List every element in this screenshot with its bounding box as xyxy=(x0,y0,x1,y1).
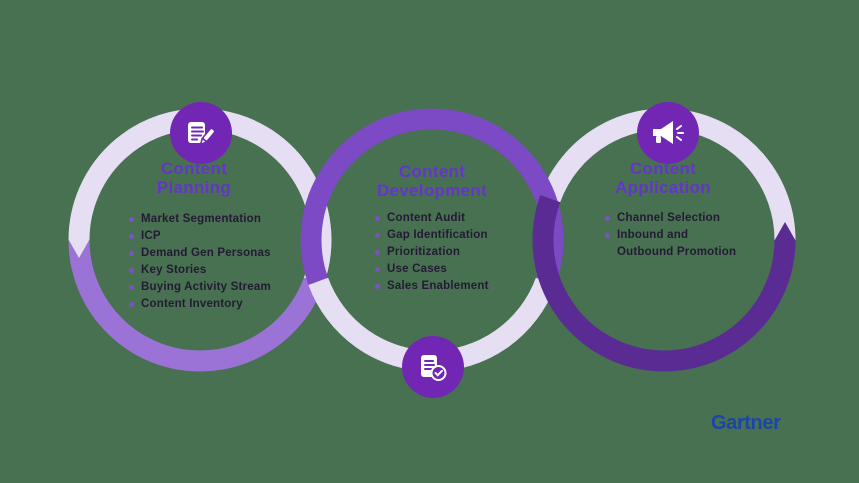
list-item: Buying Activity Stream xyxy=(128,279,271,296)
list-item-label: Prioritization xyxy=(387,246,461,258)
list-item: Demand Gen Personas xyxy=(128,245,271,262)
list-content-planning: Market Segmentation ICP Demand Gen Perso… xyxy=(128,211,271,313)
list-item-label: Buying Activity Stream xyxy=(141,281,271,293)
list-item-label: Market Segmentation xyxy=(141,213,262,225)
bullet-dot-icon xyxy=(605,216,610,221)
list-item-label: Channel Selection xyxy=(617,212,721,224)
list-item-label: Gap Identification xyxy=(387,229,488,241)
bullet-dot-icon xyxy=(129,217,134,222)
list-item: Gap Identification xyxy=(374,227,489,244)
bullet-dot-icon xyxy=(375,233,380,238)
list-item-label: Demand Gen Personas xyxy=(141,247,271,259)
list-item: Key Stories xyxy=(128,262,271,279)
list-item-label: Inbound and Outbound Promotion xyxy=(617,229,737,258)
ring1-flow-arrow-icon xyxy=(68,239,90,258)
notes-pencil-icon xyxy=(170,102,232,164)
list-item: ICP xyxy=(128,228,271,245)
bullet-dot-icon xyxy=(375,284,380,289)
list-item-label: Content Inventory xyxy=(141,298,243,310)
title-content-application: Content Application xyxy=(615,159,711,197)
list-item: Use Cases xyxy=(374,261,489,278)
ring-content-application xyxy=(532,195,796,372)
title-content-development: Content Development xyxy=(376,162,488,200)
document-check-icon xyxy=(402,336,464,398)
megaphone-icon xyxy=(637,102,699,164)
list-item-label: Use Cases xyxy=(387,263,447,275)
list-item: Inbound and Outbound Promotion xyxy=(604,227,739,261)
list-item: Content Inventory xyxy=(128,296,271,313)
bullet-dot-icon xyxy=(129,234,134,239)
list-item: Sales Enablement xyxy=(374,278,489,295)
bullet-dot-icon xyxy=(375,250,380,255)
bullet-dot-icon xyxy=(129,302,134,307)
list-item: Prioritization xyxy=(374,244,489,261)
list-item-label: Key Stories xyxy=(141,264,207,276)
list-item: Market Segmentation xyxy=(128,211,271,228)
bullet-dot-icon xyxy=(129,251,134,256)
bullet-dot-icon xyxy=(375,216,380,221)
bullet-dot-icon xyxy=(375,267,380,272)
ring3-bottom-arc xyxy=(532,195,796,372)
title-content-planning: Content Planning xyxy=(156,159,232,197)
list-content-development: Content Audit Gap Identification Priorit… xyxy=(374,210,489,295)
list-item-label: Content Audit xyxy=(387,212,466,224)
bullet-dot-icon xyxy=(129,285,134,290)
list-item: Content Audit xyxy=(374,210,489,227)
bullet-dot-icon xyxy=(129,268,134,273)
ring3-flow-arrow-icon xyxy=(774,222,796,241)
list-item-label: Sales Enablement xyxy=(387,280,489,292)
gartner-logo: Gartner xyxy=(711,412,781,434)
ring1-bottom-arc xyxy=(68,239,324,372)
list-content-application: Channel Selection Inbound and Outbound P… xyxy=(604,210,739,261)
bullet-dot-icon xyxy=(605,233,610,238)
list-item-label: ICP xyxy=(141,230,161,242)
list-item: Channel Selection xyxy=(604,210,739,227)
